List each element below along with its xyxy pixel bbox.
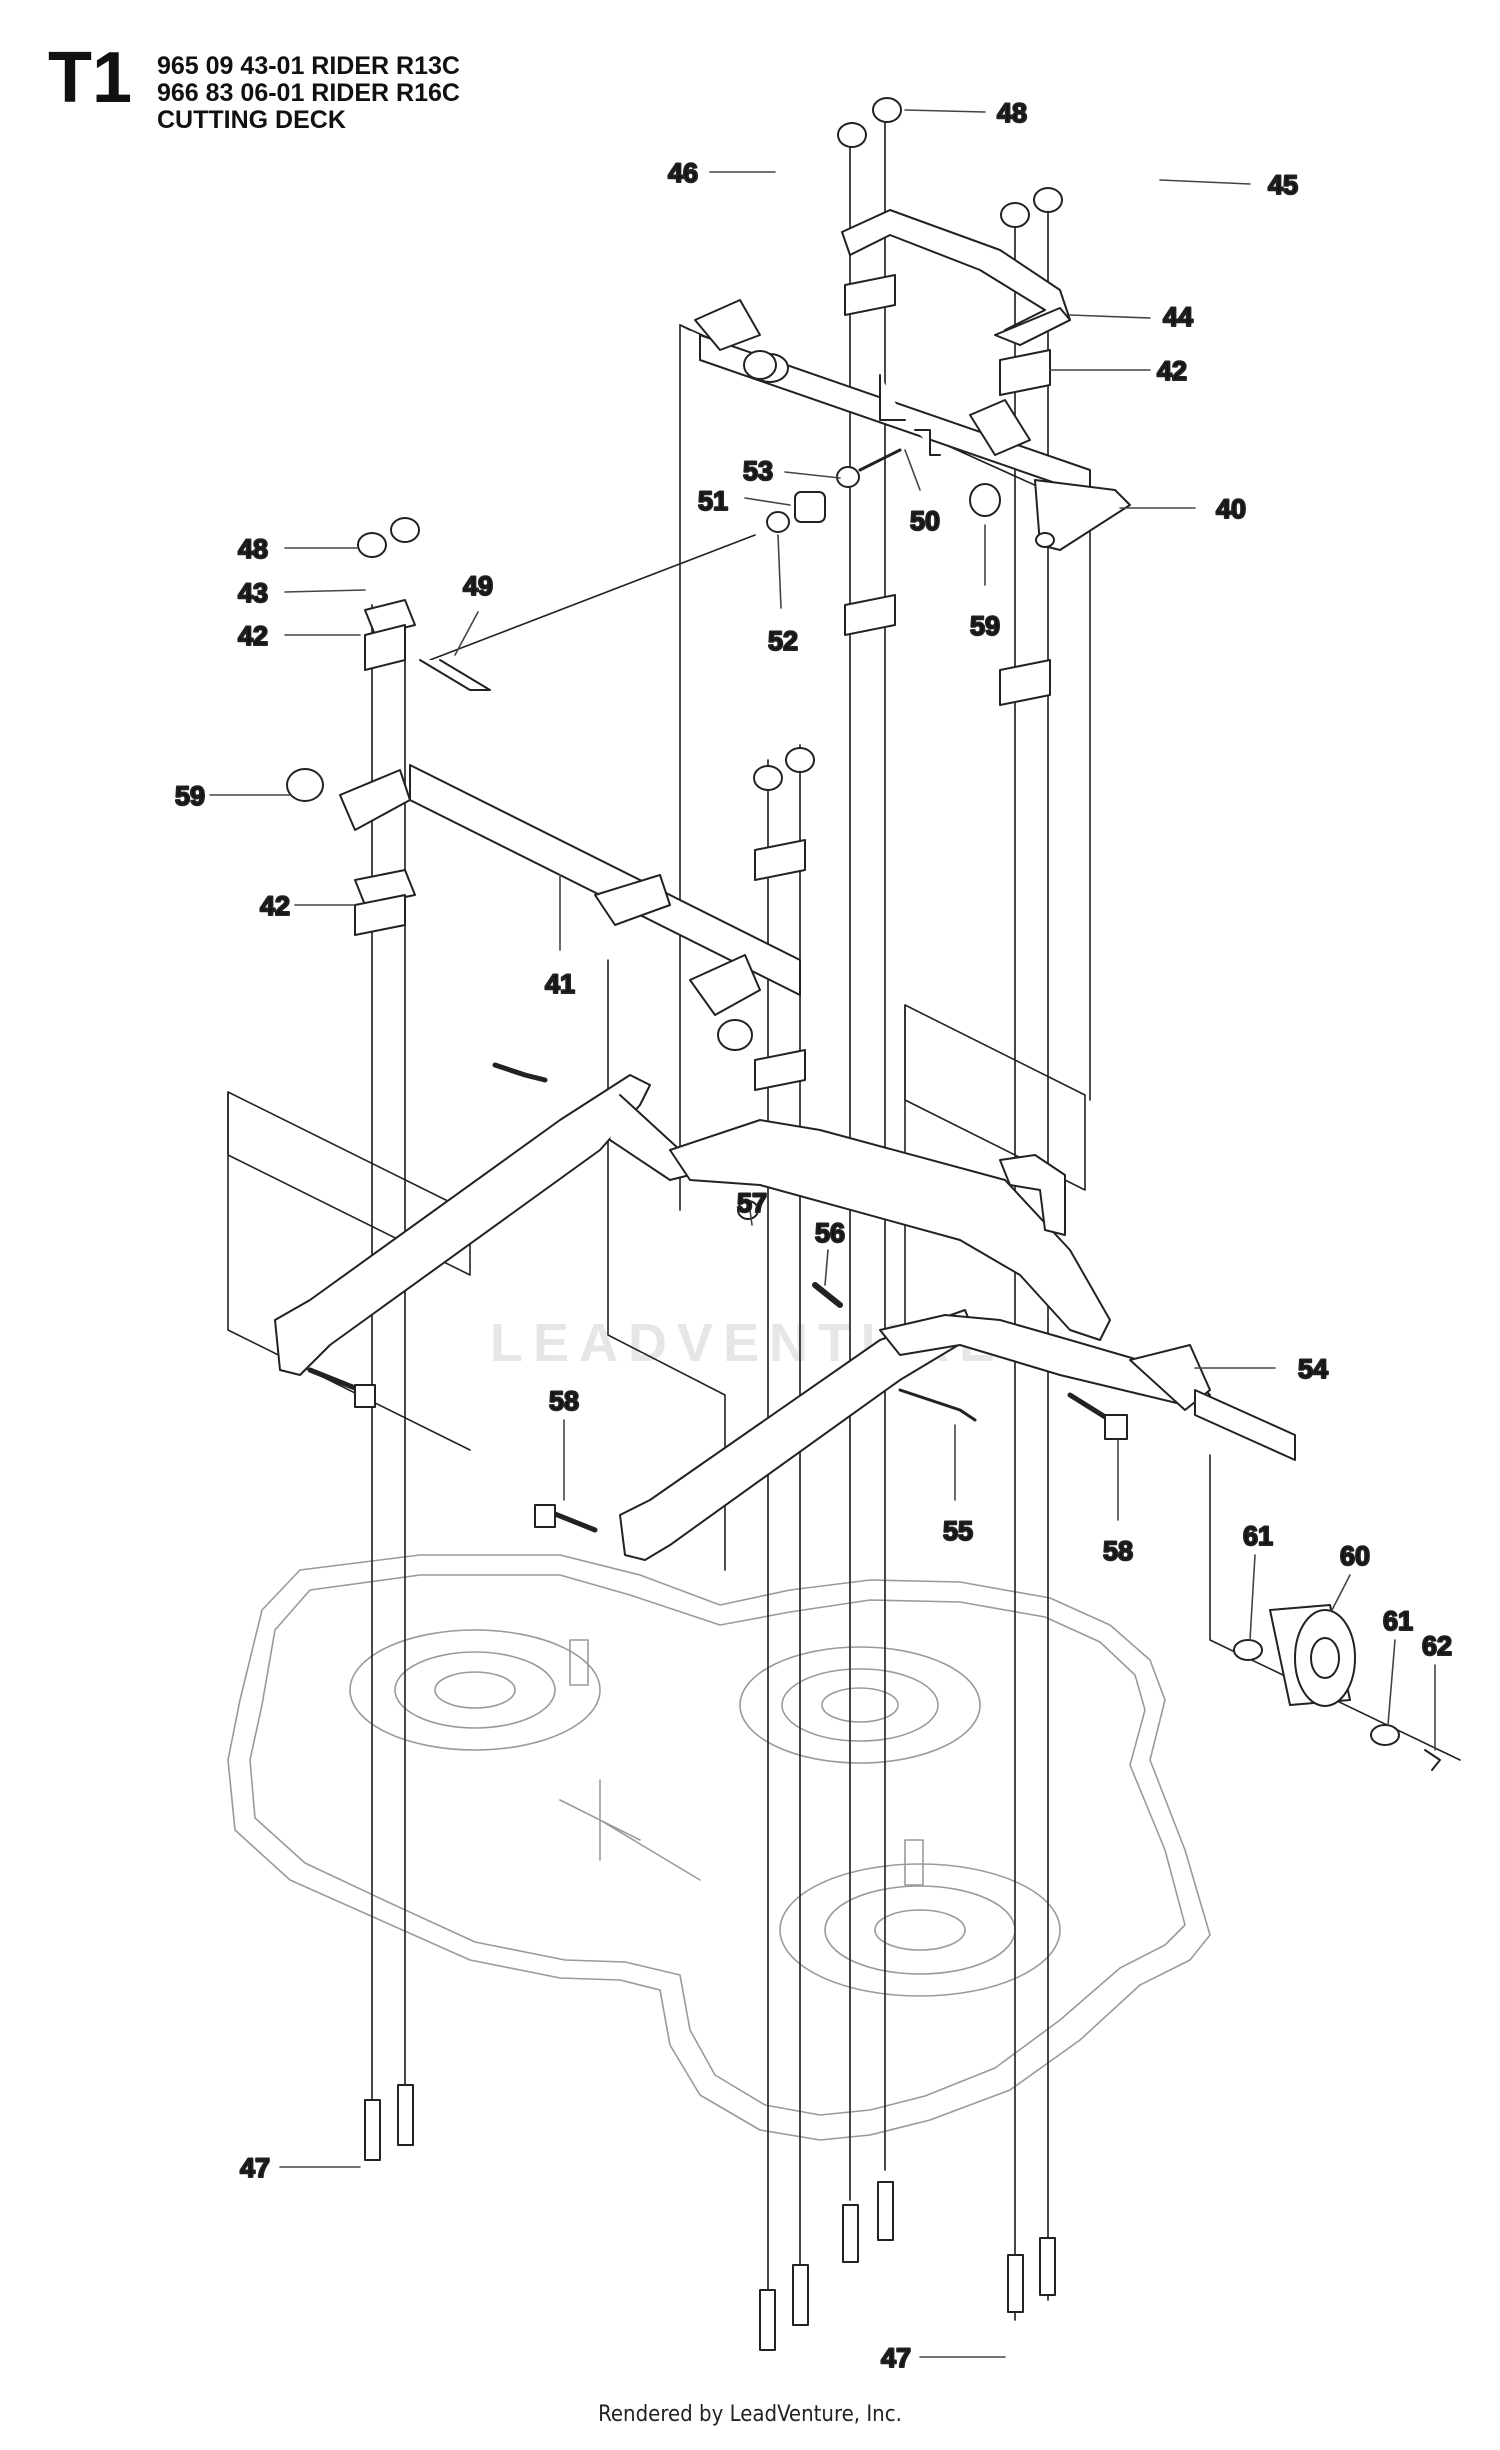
diagram-code: T1 — [48, 38, 133, 118]
callout-53: 53 — [743, 456, 773, 486]
callout-58-right: 58 — [1103, 1536, 1133, 1566]
callout-42-upper-right: 42 — [1157, 356, 1187, 386]
callout-42-left-upper: 42 — [238, 621, 268, 651]
callout-41: 41 — [545, 969, 575, 999]
callout-57: 57 — [737, 1188, 767, 1218]
callout-49: 49 — [463, 571, 493, 601]
left-lift-shaft — [286, 764, 801, 1051]
callout-47-bottom: 47 — [881, 2343, 911, 2373]
callout-43: 43 — [238, 578, 268, 608]
callout-58-left: 58 — [549, 1386, 579, 1416]
lower-lift-arms — [274, 1074, 1296, 1561]
callout-50: 50 — [910, 506, 940, 536]
callout-61-left: 61 — [1243, 1521, 1273, 1551]
callout-44: 44 — [1163, 302, 1193, 332]
callout-48-top: 48 — [997, 98, 1027, 128]
callout-46: 46 — [668, 158, 698, 188]
callout-62: 62 — [1422, 1631, 1452, 1661]
assembly-title: CUTTING DECK — [157, 106, 346, 134]
callout-45: 45 — [1268, 170, 1298, 200]
callout-56: 56 — [815, 1218, 845, 1248]
lock-nuts — [357, 97, 1063, 791]
gauge-wheel — [1233, 1604, 1441, 1771]
small-hardware — [737, 1200, 977, 1422]
callout-leaders — [209, 109, 1436, 2358]
callout-47-left: 47 — [240, 2153, 270, 2183]
callout-60: 60 — [1340, 1541, 1370, 1571]
footer-credit: Rendered by LeadVenture, Inc. — [598, 2402, 902, 2427]
callout-59-left: 59 — [175, 781, 205, 811]
callout-42-left-lower: 42 — [260, 891, 290, 921]
callout-61-right: 61 — [1383, 1606, 1413, 1636]
spacer-blocks — [354, 274, 1051, 1091]
callout-40: 40 — [1216, 494, 1246, 524]
callout-51: 51 — [698, 486, 728, 516]
spring-rod-assembly — [419, 374, 941, 691]
callout-54: 54 — [1298, 1354, 1328, 1384]
callout-48-left: 48 — [238, 534, 268, 564]
shoulder-bolts — [307, 1062, 1128, 2351]
cutting-deck-housing — [227, 1554, 1211, 2141]
callout-55: 55 — [943, 1516, 973, 1546]
lift-yoke — [841, 209, 1071, 346]
model-line-2: 966 83 06-01 RIDER R16C — [157, 79, 460, 107]
callout-52: 52 — [768, 626, 798, 656]
model-line-1: 965 09 43-01 RIDER R13C — [157, 52, 460, 80]
callout-59-right: 59 — [970, 611, 1000, 641]
callout-numbers: 48 46 45 44 42 53 51 50 40 48 43 42 49 5… — [174, 97, 1453, 2374]
